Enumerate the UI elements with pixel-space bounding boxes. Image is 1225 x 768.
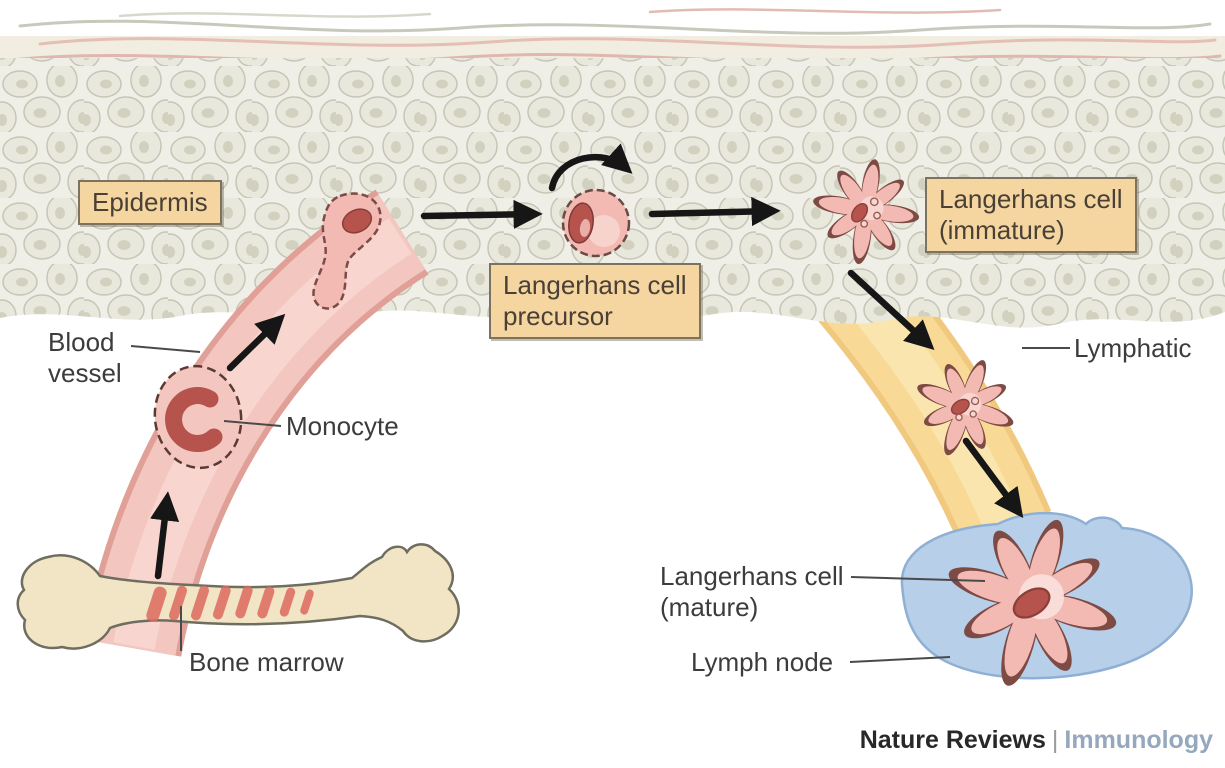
pointer-blood-vessel	[130, 345, 201, 353]
blood-vessel-label: Blood vessel	[48, 327, 122, 389]
lymphatic-label: Lymphatic	[1074, 333, 1192, 364]
bone-marrow-label: Bone marrow	[189, 647, 344, 678]
publisher-name: Nature Reviews	[859, 726, 1046, 754]
blood-vessel-label-line1: Blood	[48, 327, 115, 357]
lymph-node-label-text: Lymph node	[691, 647, 834, 677]
lymph-node	[900, 503, 1193, 702]
langerhans-immature-label: Langerhans cell (immature)	[925, 177, 1137, 253]
langerhans-precursor-cell	[561, 188, 631, 258]
immature-label-line2: (immature)	[939, 215, 1065, 245]
epidermis-label-text: Epidermis	[92, 187, 208, 217]
pointer-mature-cell	[850, 576, 986, 582]
bone-marrow-stripes	[146, 585, 314, 622]
journal-branding: Nature Reviews|Immunology	[860, 726, 1213, 755]
branding-separator: |	[1051, 726, 1059, 754]
langerhans-mature-label: Langerhans cell (mature)	[660, 561, 844, 623]
monocyte-cell	[153, 364, 243, 470]
mature-label-line2: (mature)	[660, 592, 759, 622]
epidermis-label: Epidermis	[78, 180, 222, 225]
monocyte-label: Monocyte	[286, 411, 399, 442]
journal-name: Immunology	[1064, 726, 1213, 754]
monocyte-label-text: Monocyte	[286, 411, 399, 441]
arrow-precursor-to-immature	[648, 196, 781, 227]
pointer-lines	[130, 345, 1070, 663]
arrow-monocyte-to-epidermis	[226, 313, 286, 372]
arrow-to-lymph-node	[962, 437, 1024, 519]
lymph-node-label: Lymph node	[691, 647, 833, 678]
arrow-immature-to-lymphatic	[847, 269, 935, 350]
bone-outline	[16, 543, 460, 650]
precursor-label-line2: precursor	[503, 301, 613, 331]
langerhans-cell-migrating	[903, 346, 1027, 469]
arrow-self-renewal	[548, 143, 633, 192]
pointer-lymph-node	[849, 656, 951, 663]
langerhans-cell-mature	[931, 503, 1132, 702]
langerhans-precursor-label: Langerhans cell precursor	[489, 263, 701, 339]
bone	[16, 543, 460, 650]
immature-label-line1: Langerhans cell	[939, 184, 1123, 214]
arrow-bone-to-vessel	[150, 491, 180, 580]
langerhans-cell-immature	[811, 157, 921, 266]
pointer-monocyte	[223, 420, 282, 427]
blood-vessel-label-line2: vessel	[48, 358, 122, 388]
arrow-to-precursor	[420, 199, 543, 229]
bone-marrow-label-text: Bone marrow	[189, 647, 344, 677]
mature-label-line1: Langerhans cell	[660, 561, 844, 591]
precursor-label-line1: Langerhans cell	[503, 270, 687, 300]
lymphatic-label-text: Lymphatic	[1074, 333, 1192, 363]
extravasating-cell	[312, 192, 382, 310]
flow-arrows	[150, 143, 1024, 580]
